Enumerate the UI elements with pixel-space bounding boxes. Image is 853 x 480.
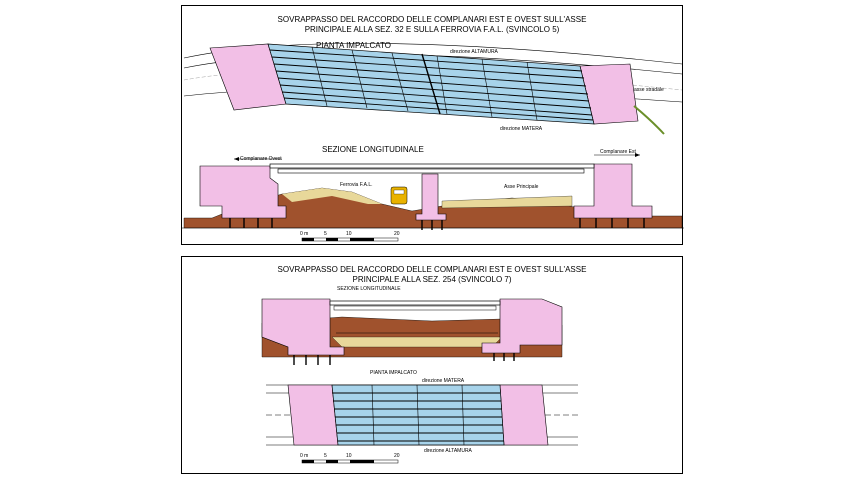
complanare-ovest-label: Complanare Ovest — [240, 156, 282, 162]
train-icon — [390, 186, 408, 205]
deck-girder — [333, 305, 497, 311]
scale-tick-10: 10 — [346, 453, 352, 459]
abutment-right-section — [573, 163, 653, 219]
pier-axis-plan — [421, 53, 441, 115]
panel-svincolo-7: SOVRAPPASSO DEL RACCORDO DELLE COMPLANAR… — [181, 256, 683, 474]
panel-svincolo-5: SOVRAPPASSO DEL RACCORDO DELLE COMPLANAR… — [181, 5, 684, 245]
piles — [293, 353, 515, 365]
section-label: SEZIONE LONGITUDINALE — [337, 286, 401, 292]
title-line-2: PRINCIPALE ALLA SEZ. 32 E SULLA FERROVIA… — [304, 25, 560, 34]
asse-stradale-label: asse stradale — [634, 87, 664, 93]
section-label: SEZIONE LONGITUDINALE — [322, 145, 424, 154]
road-platform — [441, 195, 573, 209]
drawing-title: SOVRAPPASSO DEL RACCORDO DELLE COMPLANAR… — [182, 265, 682, 285]
title-line-2: PRINCIPALE ALLA SEZ. 254 (SVINCOLO 7) — [352, 275, 512, 284]
abutment-left-plan — [287, 384, 339, 446]
piles — [229, 218, 645, 230]
direction-matera-label: direzione MATERA — [500, 126, 543, 132]
scale-tick-0: 0 m — [300, 231, 309, 237]
abutment-left-section — [199, 165, 287, 219]
title-line-1: SOVRAPPASSO DEL RACCORDO DELLE COMPLANAR… — [277, 265, 587, 274]
retaining-wall — [633, 105, 665, 135]
direction-altamura-label: direzione ALTAMURA — [450, 49, 498, 55]
drawing-title: SOVRAPPASSO DEL RACCORDO DELLE COMPLANAR… — [182, 15, 682, 35]
pier-section — [415, 173, 447, 221]
scale-tick-10: 10 — [346, 231, 352, 237]
road-under — [331, 336, 503, 348]
plan-and-section-drawing — [182, 43, 684, 242]
direction-matera-label: direzione MATERA — [422, 378, 465, 384]
plan-label: PIANTA IMPALCATO — [316, 41, 391, 50]
scale-tick-20: 20 — [394, 231, 400, 237]
deck-slab — [329, 300, 501, 306]
ferrovia-label: Ferrovia F.A.L. — [340, 182, 373, 188]
abutment-right-section — [481, 298, 563, 354]
embankment-fill — [282, 188, 382, 204]
deck-girders — [332, 392, 504, 442]
plan-label: PIANTA IMPALCATO — [370, 370, 417, 376]
title-line-1: SOVRAPPASSO DEL RACCORDO DELLE COMPLANAR… — [277, 15, 587, 24]
direction-altamura-label: direzione ALTAMURA — [424, 448, 472, 454]
complanare-est-label: Complanare Est — [600, 149, 636, 155]
deck-transverse — [311, 46, 538, 121]
section-and-plan-drawing — [261, 298, 578, 464]
deck-transverse — [371, 384, 465, 446]
deck-slab — [269, 163, 595, 169]
abutment-right-plan — [499, 384, 549, 446]
scale-tick-5: 5 — [324, 453, 327, 459]
deck-girder-section — [277, 168, 585, 174]
scale-tick-20: 20 — [394, 453, 400, 459]
asse-principale-label: Asse Principale — [504, 184, 539, 190]
deck-girders — [269, 49, 594, 121]
abutment-left-section — [261, 298, 345, 356]
scale-tick-5: 5 — [324, 231, 327, 237]
scale-tick-0: 0 m — [300, 453, 309, 459]
